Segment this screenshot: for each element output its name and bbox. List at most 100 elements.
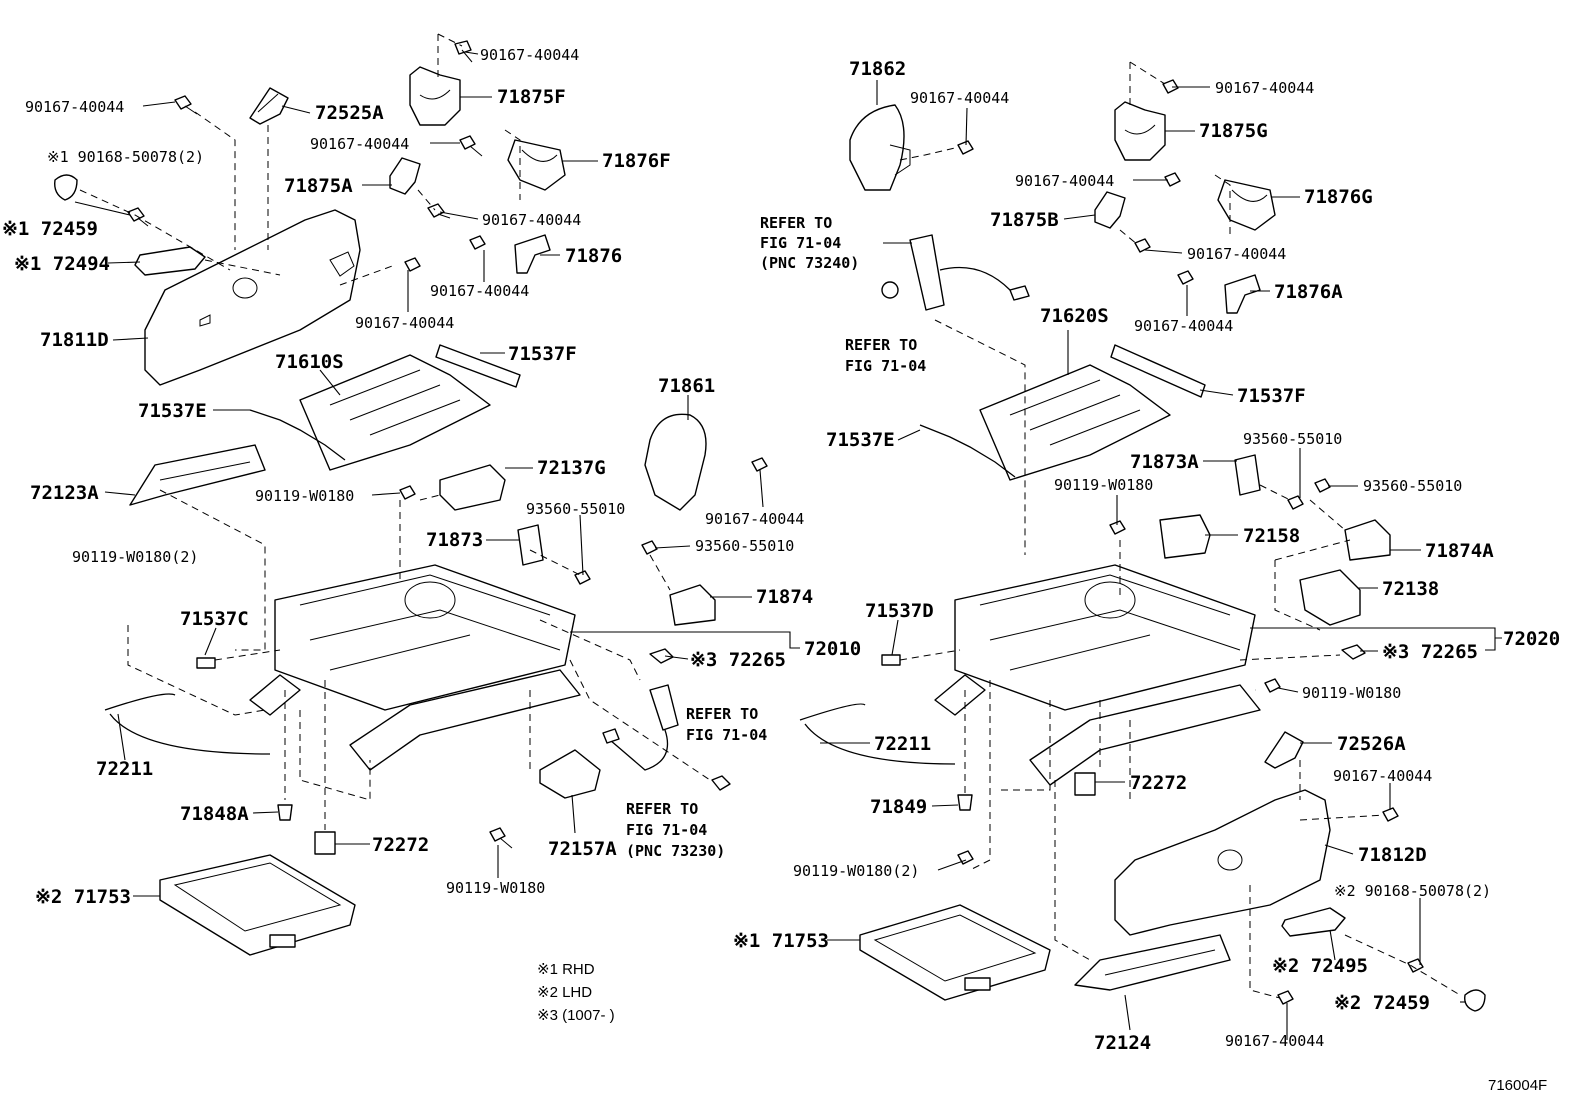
refer-to-note: REFER TO FIG 71-04 [845, 336, 926, 375]
part-number-label: 71876F [602, 150, 671, 172]
bracket-71873a [1234, 454, 1261, 496]
part-number-label: 71537E [826, 429, 895, 451]
seat-cover-71862 [849, 104, 911, 191]
cover-72157a [539, 749, 601, 799]
part-number-label: 90167-40044 [355, 314, 454, 332]
cap-icon [54, 174, 78, 201]
seat-track-frame-72010 [249, 564, 581, 771]
bolt-icon [469, 235, 486, 250]
part-number-label: 90119-W0180(2) [72, 548, 198, 566]
part-number-label: 90167-40044 [1215, 79, 1314, 97]
cover-72137g [439, 464, 506, 511]
bolt-icon [1407, 958, 1424, 973]
part-number-label: 71875F [497, 86, 566, 108]
part-number-label: 71873 [426, 529, 483, 551]
part-number-label: 90167-40044 [910, 89, 1009, 107]
part-number-label: 90167-40044 [1333, 767, 1432, 785]
left-seat-parts [54, 40, 768, 956]
part-number-label: 90119-W0180 [1054, 476, 1153, 494]
rail-cover-72124 [1074, 934, 1231, 991]
lever-handle-72494 [134, 246, 206, 276]
part-number-label: 71875B [990, 209, 1059, 231]
part-number-label: 71876A [1274, 281, 1343, 303]
bracket-71876a [1224, 274, 1261, 314]
part-number-label: 72010 [804, 638, 861, 660]
part-number-label: 71848A [180, 803, 249, 825]
part-number-label: ※1 90168-50078(2) [47, 148, 204, 166]
part-number-label: 90167-40044 [705, 510, 804, 528]
part-number-label: ※1 71753 [733, 930, 829, 952]
bolt-icon [1134, 238, 1151, 253]
bracket-71875a [389, 157, 421, 195]
seat-track-frame-72020 [934, 564, 1261, 786]
bolt-icon [174, 95, 198, 115]
seat-side-cover-71812d [1114, 789, 1331, 936]
part-number-label: 71873A [1130, 451, 1199, 473]
bolt-icon [641, 540, 658, 555]
cap-icon [1464, 989, 1486, 1012]
bolt-icon [751, 457, 768, 472]
bolt-icon [1164, 172, 1181, 187]
bolt-icon [1287, 495, 1304, 510]
part-number-label: 71875A [284, 175, 353, 197]
part-number-label: 90167-40044 [310, 135, 409, 153]
part-number-label: 90167-40044 [1015, 172, 1114, 190]
part-number-label: 71876G [1304, 186, 1373, 208]
part-number-label: 71620S [1040, 305, 1109, 327]
refer-to-note: REFER TO FIG 71-04 [686, 705, 767, 744]
seat-hinge-cover-71875g [1114, 101, 1166, 161]
part-number-label: 90167-40044 [480, 46, 579, 64]
bolt-icon [489, 827, 513, 849]
part-number-label: 90167-40044 [1187, 245, 1286, 263]
seat-belt-buckle-icon [602, 684, 731, 791]
part-number-label: 72020 [1503, 628, 1560, 650]
part-number-label: 71861 [658, 375, 715, 397]
rail-cover-72123a [129, 444, 266, 506]
wire-harness-71537f [435, 344, 521, 388]
refer-to-note: REFER TO FIG 71-04 (PNC 73230) [626, 800, 725, 860]
part-number-label: 71537D [865, 600, 934, 622]
seat-spring-mesh-71610s [299, 354, 491, 471]
legend-notes: ※1 RHD ※2 LHD ※3 (1007- ) [537, 961, 615, 1024]
part-number-label: 71875G [1199, 120, 1268, 142]
callout-labels: 90167-40044 90167-40044 72525A 71875F 90… [2, 46, 1560, 1054]
bolt-icon [957, 140, 974, 155]
bracket-71876 [514, 234, 551, 274]
bracket-71874a [1344, 519, 1391, 561]
cable-72211 [104, 693, 271, 755]
cover-72158 [1159, 514, 1211, 559]
pin-71848a [277, 804, 293, 821]
part-number-label: 90119-W0180 [255, 487, 354, 505]
part-number-label: ※1 72494 [14, 253, 110, 275]
part-number-label: ※3 72265 [1382, 641, 1478, 663]
part-number-label: 90119-W0180 [446, 879, 545, 897]
part-number-label: 72123A [30, 482, 99, 504]
part-number-label: ※2 72495 [1272, 955, 1368, 977]
seat-cover-71861 [644, 413, 707, 511]
part-number-label: 72138 [1382, 578, 1439, 600]
part-number-label: 90167-40044 [430, 282, 529, 300]
part-number-label: 90119-W0180(2) [793, 862, 919, 880]
drawing-number: 716004F [1488, 1077, 1547, 1094]
part-number-label: 93560-55010 [526, 500, 625, 518]
part-number-label: 71811D [40, 329, 109, 351]
part-number-label: 72525A [315, 102, 384, 124]
seat-spring-mesh-71620s [979, 364, 1171, 481]
bolt-icon [427, 203, 451, 219]
legend-rhd: ※1 RHD [537, 961, 595, 978]
bolt-icon [454, 40, 473, 63]
refer-to-note: REFER TO FIG 71-04 (PNC 73240) [760, 214, 859, 272]
part-number-label: ※2 71753 [35, 886, 131, 908]
dashed-assembly-lines [79, 33, 1461, 999]
pin-71849 [957, 794, 973, 811]
clip-72265 [1341, 644, 1366, 660]
bracket-71875b [1094, 191, 1126, 229]
bolt-icon [399, 485, 416, 500]
lever-handle-72495 [1281, 907, 1346, 937]
part-number-label: 71537E [138, 400, 207, 422]
part-number-label: 90167-40044 [1134, 317, 1233, 335]
part-number-label: 71610S [275, 351, 344, 373]
part-number-label: 72272 [372, 834, 429, 856]
bolt-icon [404, 257, 421, 272]
